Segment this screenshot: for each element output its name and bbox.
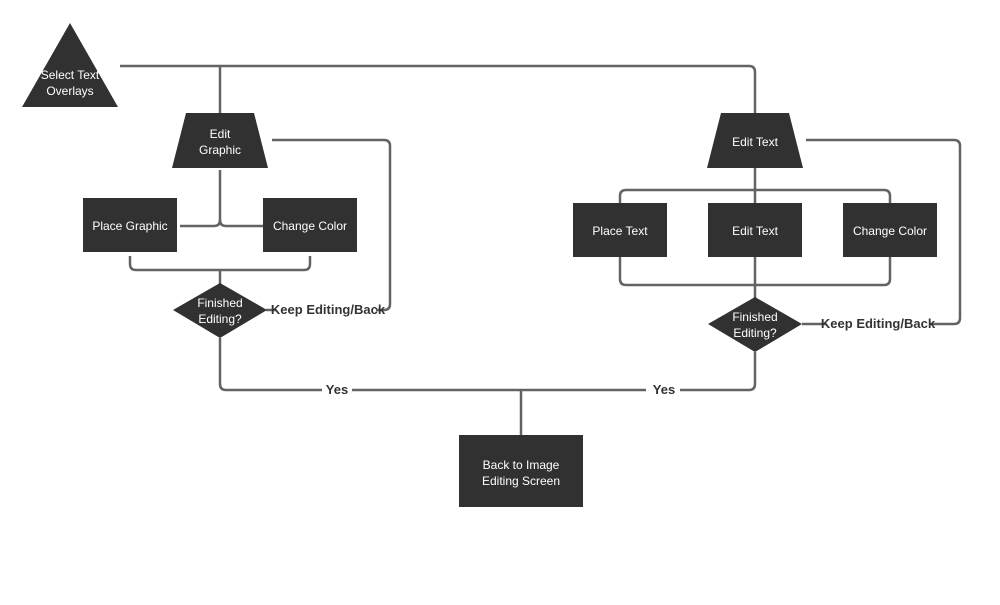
edit-graphic-trapezoid-shape: [172, 113, 268, 168]
yes-left-label: Yes: [326, 382, 348, 397]
change-color-right-node: Change Color: [843, 203, 937, 257]
back-to-image-node: Back to Image Editing Screen: [459, 435, 583, 507]
keep-editing-left-label: Keep Editing/Back: [271, 302, 386, 317]
place-graphic-box: [83, 198, 177, 252]
edit-text-box-label: Edit Text: [732, 224, 778, 238]
connectors: [120, 64, 962, 435]
connector-left-keep-editing-loop: [272, 138, 392, 312]
change-color-right-label: Change Color: [853, 224, 927, 238]
connector-start-to-edit-text: [120, 64, 757, 113]
connector-edit-graphic-to-tools: [180, 170, 222, 228]
edit-text-top-label: Edit Text: [732, 135, 778, 149]
finished-editing-right-diamond: [708, 297, 802, 352]
finished-editing-right-label-line1: Finished: [732, 310, 777, 324]
edit-graphic-label-line1: Edit: [210, 127, 231, 141]
change-color-left-node: Change Color: [263, 198, 357, 252]
place-text-node: Place Text: [573, 203, 667, 257]
yes-right-label: Yes: [653, 382, 675, 397]
place-text-box: [573, 203, 667, 257]
edit-text-box-node: Edit Text: [708, 203, 802, 257]
keep-editing-right-label: Keep Editing/Back: [821, 316, 936, 331]
edit-text-top-node: Edit Text: [707, 113, 803, 168]
connector-right-tools-merge: [618, 257, 892, 298]
edit-text-top-trapezoid-shape: [707, 113, 803, 168]
finished-editing-left-diamond: [173, 283, 267, 338]
finished-editing-right-label-line2: Editing?: [733, 326, 777, 340]
edit-graphic-node: Edit Graphic: [172, 113, 268, 168]
back-to-image-box: [459, 435, 583, 507]
edit-text-box: [708, 203, 802, 257]
finished-editing-left-node: Finished Editing?: [173, 283, 267, 338]
finished-editing-left-label-line2: Editing?: [198, 312, 242, 326]
start-label-line1: Select Text: [41, 68, 100, 82]
connector-right-tools-split: [618, 188, 892, 203]
connector-edit-graphic-to-change-color: [218, 219, 264, 228]
place-graphic-label: Place Graphic: [92, 219, 167, 233]
start-label-line2: Overlays: [46, 84, 93, 98]
change-color-right-box: [843, 203, 937, 257]
place-text-label: Place Text: [592, 224, 648, 238]
connector-right-keep-editing-loop: [806, 138, 962, 326]
place-graphic-node: Place Graphic: [83, 198, 177, 252]
change-color-left-label: Change Color: [273, 219, 347, 233]
start-triangle-shape: [22, 23, 118, 107]
back-to-image-label-line2: Editing Screen: [482, 474, 560, 488]
edge-labels: Keep Editing/Back Keep Editing/Back Yes …: [271, 302, 936, 397]
finished-editing-left-label-line1: Finished: [197, 296, 242, 310]
edit-graphic-label-line2: Graphic: [199, 143, 241, 157]
start-node: Select Text Overlays: [22, 23, 118, 107]
connector-left-yes: [218, 338, 757, 392]
connector-left-tools-merge: [128, 256, 312, 272]
finished-editing-right-node: Finished Editing?: [708, 297, 802, 352]
back-to-image-label-line1: Back to Image: [483, 458, 560, 472]
change-color-left-box: [263, 198, 357, 252]
